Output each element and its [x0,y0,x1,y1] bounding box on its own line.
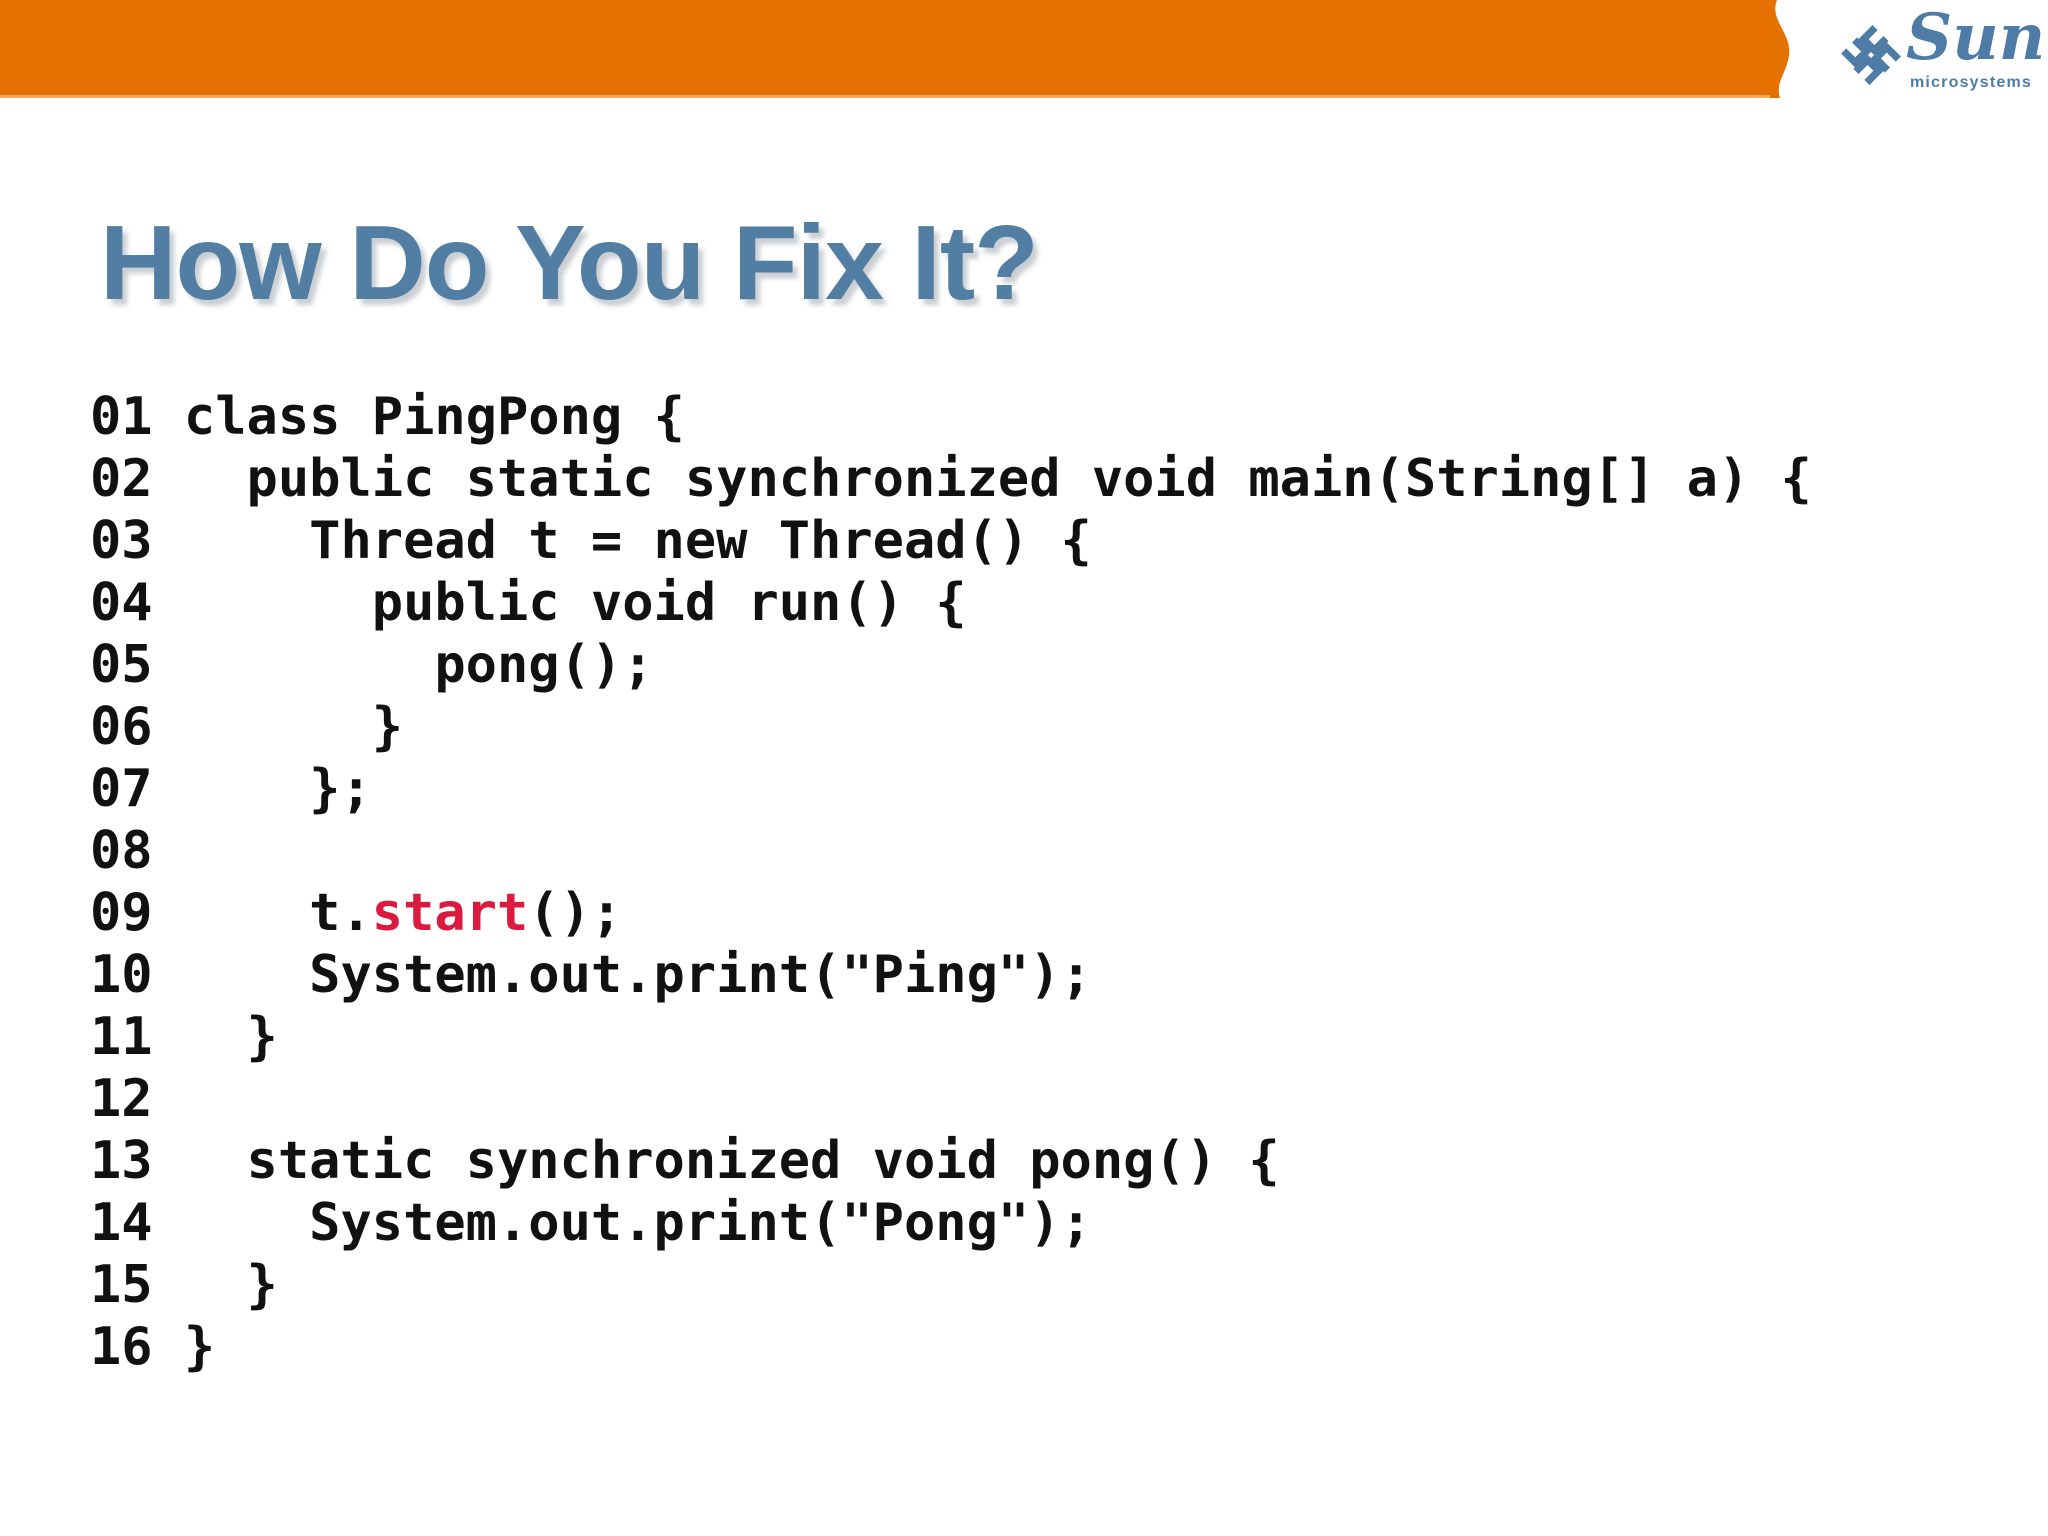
code-line: 11 } [90,1006,1812,1068]
code-line: 01 class PingPong { [90,386,1812,448]
code-line: 07 }; [90,758,1812,820]
line-number: 09 [90,883,184,943]
line-number: 04 [90,573,184,633]
line-number: 03 [90,511,184,571]
code-text: (); [528,883,623,943]
code-text: } [183,1317,216,1377]
code-text: public void run() { [183,573,967,633]
code-text: }; [183,759,372,819]
line-number: 08 [90,821,184,881]
code-line: 06 } [90,696,1812,758]
sun-microsystems-logo: Sun microsystems [1834,0,2045,98]
code-line: 03 Thread t = new Thread() { [90,510,1812,572]
code-line: 08 [90,820,1812,882]
slide-title: How Do You Fix It? [100,204,1039,322]
code-text: t. [183,883,372,943]
code-block: 01 class PingPong {02 public static sync… [90,386,1812,1378]
line-number: 16 [90,1317,184,1377]
code-line: 04 public void run() { [90,572,1812,634]
line-number: 11 [90,1007,184,1067]
line-number: 13 [90,1131,184,1191]
header-bar [0,0,1790,98]
code-line: 05 pong(); [90,634,1812,696]
line-number: 10 [90,945,184,1005]
line-number: 05 [90,635,184,695]
line-number: 15 [90,1255,184,1315]
code-text: } [183,1255,278,1315]
code-line: 09 t.start(); [90,882,1812,944]
code-line: 14 System.out.print("Pong"); [90,1192,1812,1254]
line-number: 07 [90,759,184,819]
code-line: 10 System.out.print("Ping"); [90,944,1812,1006]
code-line: 16 } [90,1316,1812,1378]
header-bottom-line [0,95,1770,98]
line-number: 14 [90,1193,184,1253]
sun-microsystems-text: microsystems [1910,74,2033,91]
line-number: 01 [90,387,184,447]
code-text: } [183,697,404,757]
code-text: Thread t = new Thread() { [183,511,1092,571]
highlighted-code: start [371,883,529,943]
code-line: 12 [90,1068,1812,1130]
code-line: 13 static synchronized void pong() { [90,1130,1812,1192]
code-text: public static synchronized void main(Str… [183,449,1812,509]
code-text: System.out.print("Ping"); [183,945,1092,1005]
line-number: 02 [90,449,184,509]
sun-diamond-icon [1841,25,1901,85]
line-number: 12 [90,1069,184,1129]
header-bar-shape [0,0,1790,98]
code-line: 15 } [90,1254,1812,1316]
code-text: System.out.print("Pong"); [183,1193,1092,1253]
code-text: class PingPong { [183,387,685,447]
code-text: pong(); [183,635,654,695]
sun-brand-text: Sun [1906,0,2046,75]
line-number: 06 [90,697,184,757]
code-text: static synchronized void pong() { [183,1131,1280,1191]
code-text: } [183,1007,278,1067]
code-line: 02 public static synchronized void main(… [90,448,1812,510]
